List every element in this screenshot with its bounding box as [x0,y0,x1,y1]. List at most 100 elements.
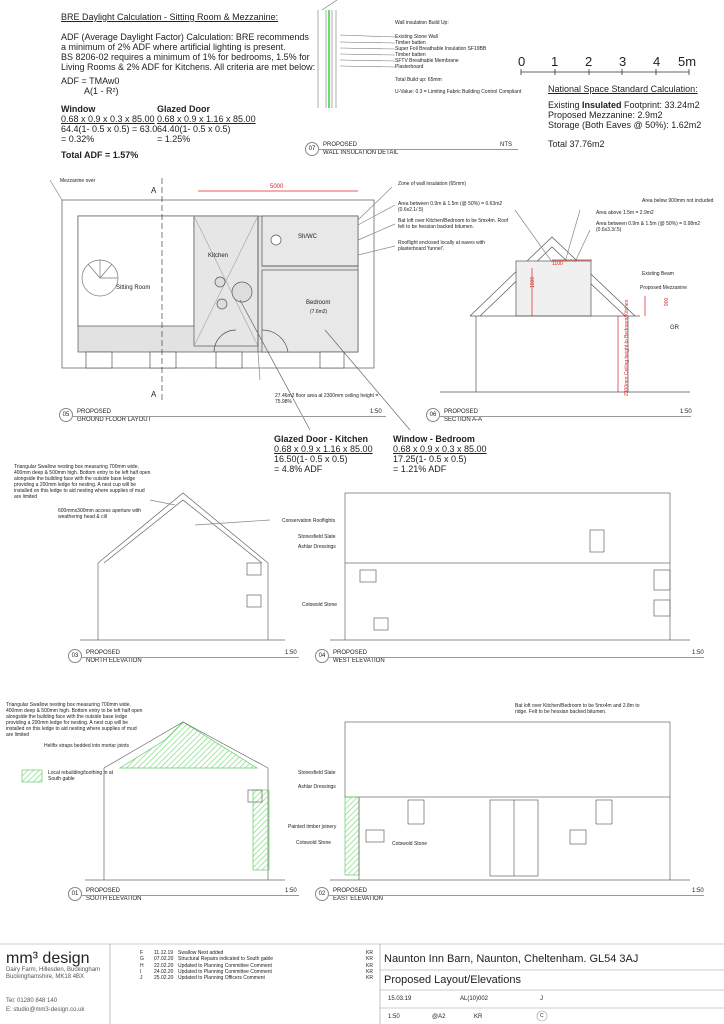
east-joinery-note: Painted timber joinery [288,824,337,830]
south-label1: PROPOSED [86,888,121,894]
nss-title: National Space Standard Calculation: [548,84,698,94]
revision-rev: H [140,962,144,969]
revision-by: KR [366,968,373,975]
drawing-number-06: 06 [426,408,440,422]
calc-line: 0.68 x 0.9 x 1.16 x 85.00 [274,444,373,454]
drawing-size: @A2 [432,1014,446,1020]
east-stone-note-right: Cotswold Stone [392,841,428,847]
revision-by: KR [366,950,373,956]
revision-desc: Updated to Planning Committee Comment [178,968,272,975]
section-dim-1500: 1500 [530,276,536,288]
adf-formula-denominator: A(1 - R²) [84,86,119,96]
east-stone-note-left: Cotswold Stone [296,840,332,846]
drawing-number-04: 04 [315,649,329,663]
south-helifix-note: Helifix straps bedded into mortar joints [44,743,130,749]
north-scale: 1:50 [285,650,297,656]
scale-tick: 2 [585,54,593,69]
section-label1: PROPOSED [444,409,479,415]
wall-uvalue: U-Value: 0.3 = Limiting Fabric Building … [395,89,522,95]
section-beam-note: Existing Beam [642,271,674,277]
window-calc: 0.68 x 0.9 x 0.3 x 85.00 64.4(1- 0.5 x 0… [61,114,157,144]
calc-line: = 1.25% [157,134,191,144]
nss-line1: Existing Insulated Footprint: 33.24m2 [548,100,700,110]
north-label1: PROPOSED [86,650,121,656]
nss-line2: Proposed Mezzanine: 2.9m2 [548,110,663,120]
east-batloft-note: Bat loft over Kitchen/Bedroom to be 5mx4… [515,703,640,715]
section-gr: GR [670,325,679,331]
adf-formula-numerator: ADF = TMAw0 [61,76,120,86]
revision-date: 22.02.20 [154,962,174,969]
plan-floor-area: 27.46m2 floor area at 2300mm ceiling hei… [275,393,379,405]
drawing-number-01: 01 [68,887,82,901]
project-title: Naunton Inn Barn, Naunton, Cheltenham. G… [384,953,639,965]
east-label1: PROPOSED [333,888,368,894]
east-scale: 1:50 [692,888,704,894]
adf-bedroom-title: Window - Bedroom [393,434,475,444]
revision-by: KR [366,956,373,963]
plan-rooflight-note: Rooflight enclosed locally at eaves with… [398,240,485,252]
calc-line: 64.4(1- 0.5 x 0.5) = 63.0 [61,124,158,134]
scale-tick: 5m [678,54,697,69]
wall-detail-label2: WALL INSULATION DETAIL [323,150,399,156]
section-drawing [440,209,690,393]
south-elevation [21,721,285,881]
west-slate-note: Stonesfield Slate [298,534,336,540]
section-dim-1100: 1100 [552,261,563,267]
adf-bedroom-calc: 0.68 x 0.9 x 0.3 x 85.00 17.25(1- 0.5 x … [393,444,487,474]
west-ashlar-note: Ashlar Dressings [298,544,336,550]
calc-line: 16.50(1- 0.5 x 0.5) [274,454,348,464]
plan-mezzanine-note: Mezzanine over [60,178,96,184]
bre-intro: ADF (Average Daylight Factor) Calculatio… [61,32,315,72]
revision-date: 24.02.20 [154,968,174,975]
address-line: Buckinghamshire, MK18 4BX [6,974,85,980]
calc-line: 0.68 x 0.9 x 1.16 x 85.00 [157,114,256,124]
west-elevation [330,492,690,641]
room-sitting: Sitting Room [116,285,151,291]
plan-dimension-5000: 5000 [270,184,284,190]
firm-email: E: studio@mm3-design.co.uk [6,1007,85,1013]
nss-text: Footprint: 33.24m2 [621,100,700,110]
west-stone-note: Cotswold Stone [302,602,338,608]
revision-rev: F [140,950,144,956]
nss-total: Total 37.76m2 [548,139,605,149]
firm-tel: Tel: 01280 848 140 [6,998,58,1004]
revision-rev: J [140,975,143,982]
drawing-number-03: 03 [68,649,82,663]
revision-desc: Updated to Planning Officers Comment [178,975,265,982]
drawing-scale: 1:50 [388,1014,400,1020]
room-kitchen: Kitchen [208,253,229,259]
section-marker-a-bottom: A [151,390,157,399]
ground-floor-plan [49,178,411,431]
revision-row: F 11.12.19 Swallow Nest added KR [140,950,376,956]
room-shwc: Sh/WC [298,234,318,240]
south-label2: SOUTH ELEVATION [86,896,142,902]
total-adf: Total ADF = 1.57% [61,150,139,160]
calc-line: = 1.21% ADF [393,464,447,474]
east-ashlar-note: Ashlar Dressings [298,784,336,790]
revision-row: J 25.02.20 Updated to Planning Officers Co… [140,975,376,981]
calc-line: 64.40(1- 0.5 x 0.5) [157,124,231,134]
revision-date: 07.02.20 [154,956,174,963]
north-elevation [80,492,285,641]
revision-date: 25.02.20 [154,975,174,982]
revision-by: KR [366,975,373,982]
wall-layer: Plasterboard [395,64,424,70]
copyright-icon: C [540,1013,544,1019]
bre-intro-line: BS 8206-02 requires a minimum of 1% for … [61,52,310,62]
wall-layer: Super Foil Breathable Insulation SF19BB [395,46,487,52]
bre-intro-line: a minimum of 2% ADF where artificial lig… [61,42,286,52]
west-label2: WEST ELEVATION [333,658,385,664]
room-bedroom-area: (7.6m2) [310,309,328,315]
section-ceiling-note: 2300mm Ceiling height to Bedroom/Kitchen [624,299,630,396]
revision-date: 11.12.19 [154,950,174,956]
east-slate-note: Stonesfield Slate [298,770,336,776]
calc-line: = 4.8% ADF [274,464,323,474]
drawing-drawn-by: KR [474,1014,483,1020]
east-elevation [330,721,690,881]
revision-desc: Swallow Nest added [178,950,224,956]
drawing-date: 15.03.19 [388,996,412,1002]
bre-intro-line: ADF (Average Daylight Factor) Calculatio… [61,32,309,42]
